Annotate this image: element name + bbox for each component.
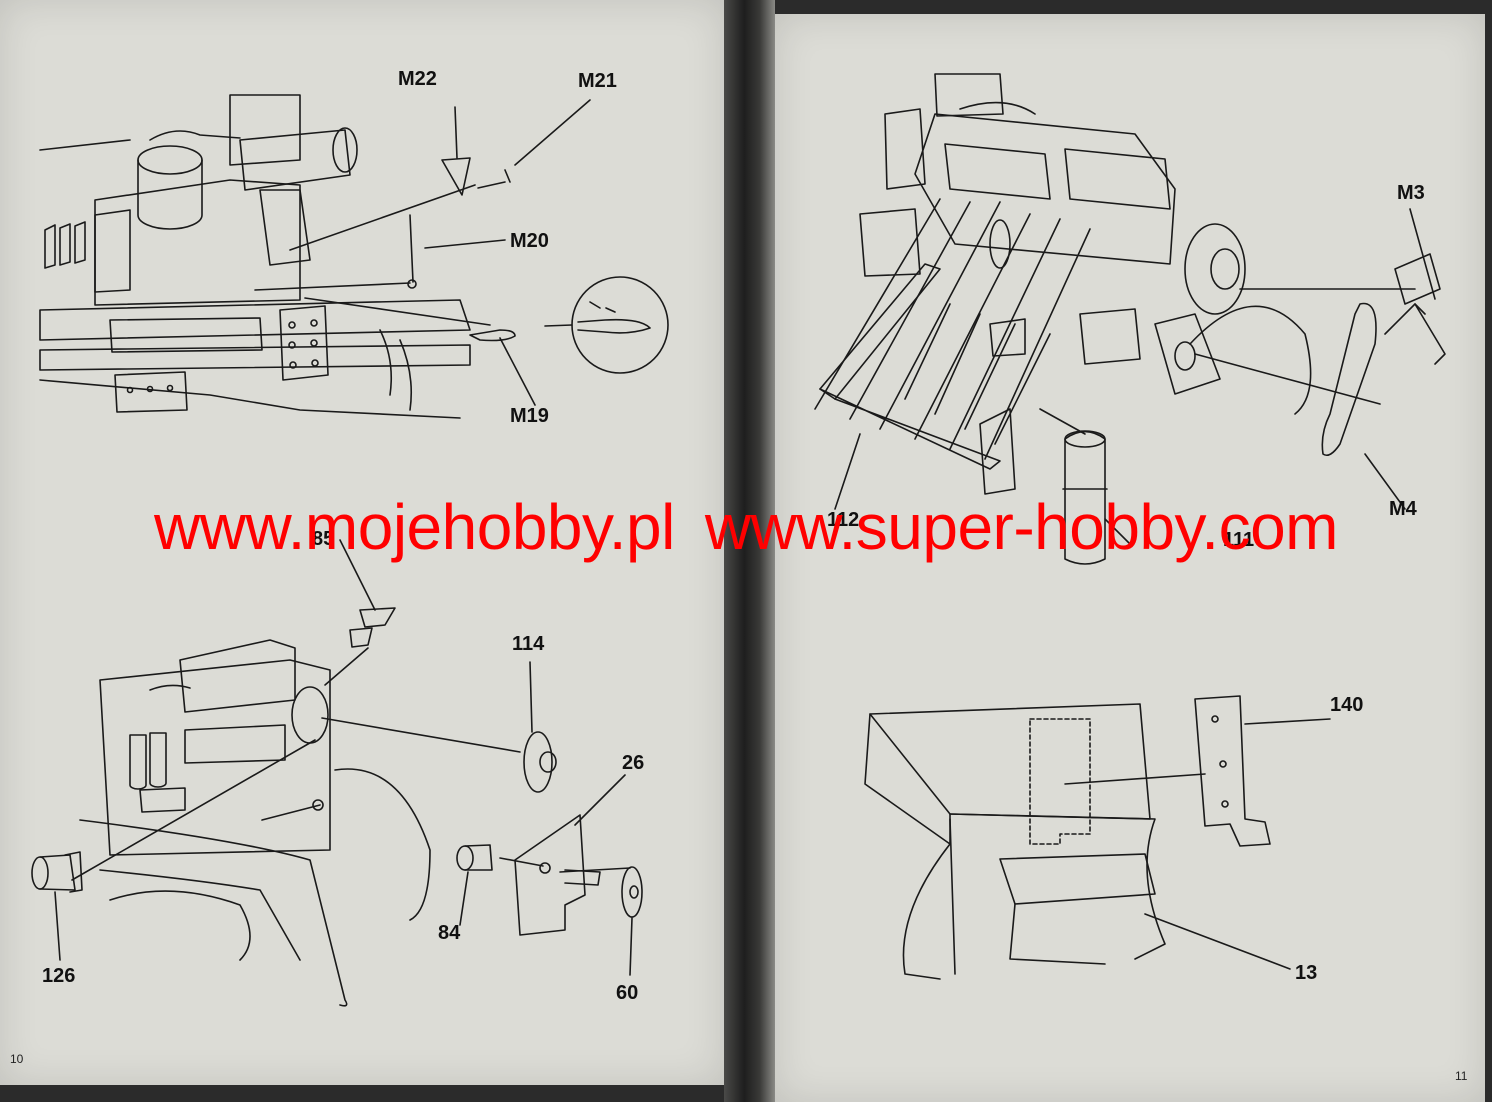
right-page-drawings	[814, 73, 1446, 980]
callout-m20: M20	[510, 230, 549, 252]
callout-26: 26	[622, 752, 645, 774]
left-page-drawings	[31, 94, 669, 1007]
page-number-left: 10	[10, 1052, 24, 1066]
book-gutter	[724, 0, 775, 1102]
callout-60: 60	[616, 982, 639, 1004]
callout-13: 13	[1295, 962, 1318, 984]
callout-126: 126	[42, 965, 76, 987]
callout-m4: M4	[1389, 498, 1417, 520]
part-m22	[441, 157, 471, 196]
page-number-right: 11	[1455, 1069, 1468, 1083]
callout-112: 112	[827, 509, 860, 531]
left-page: M22 M21 M20 M19 85 114 26 84 126 60 10	[0, 0, 724, 1085]
callout-m19: M19	[510, 405, 549, 427]
engine-assembly-bottom	[31, 539, 643, 1007]
right-page: M3 M4 112 111 140 13 11	[775, 14, 1485, 1102]
callout-84: 84	[438, 922, 461, 944]
watermark-left-url: www.mojehobby.pl	[154, 491, 675, 563]
callout-85: 85	[312, 528, 335, 550]
callout-m21: M21	[578, 70, 617, 92]
seat-box-assembly	[864, 695, 1331, 980]
callout-114: 114	[512, 633, 545, 655]
callout-140: 140	[1330, 694, 1364, 716]
engine-radiator-assembly	[814, 73, 1446, 565]
engine-assembly-top	[39, 94, 669, 419]
callout-m3: M3	[1397, 182, 1425, 204]
callout-111: 111	[1223, 529, 1255, 551]
watermark-right-url: www.super-hobby.com	[704, 491, 1339, 563]
callout-m22: M22	[398, 68, 437, 90]
